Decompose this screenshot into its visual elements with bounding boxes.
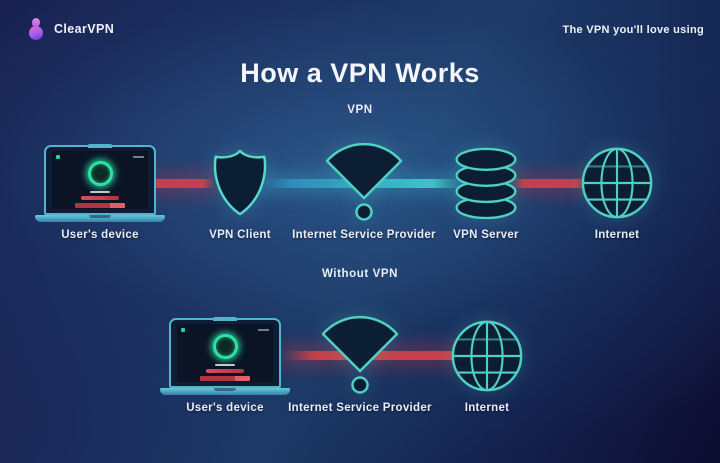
beam-red-server-to-internet: [512, 179, 588, 188]
app-red-pill: [81, 195, 119, 200]
laptop-screen: [177, 323, 273, 382]
clearvpn-logo: ClearVPN: [28, 18, 114, 40]
app-red-bar: [200, 375, 250, 381]
node-internet-novpn: Internet: [402, 313, 572, 414]
node-label: Internet Service Provider: [292, 229, 436, 241]
laptop-camera-tab: [88, 143, 112, 148]
node-isp-vpn: Internet Service Provider: [279, 140, 449, 241]
beam-red-device-to-internet: [283, 351, 483, 360]
globe-icon: [579, 140, 655, 226]
node-label: Internet Service Provider: [288, 402, 432, 414]
connect-ring: [212, 333, 238, 359]
app-red-pill: [206, 368, 244, 373]
connect-ring: [87, 160, 113, 186]
page-title: How a VPN Works: [240, 58, 480, 88]
node-isp-novpn: Internet Service Provider: [275, 313, 445, 414]
laptop-camera-tab: [213, 316, 237, 321]
clearvpn-logo-icon: [28, 18, 45, 40]
app-text-line: [90, 190, 110, 193]
wifi-icon: [310, 313, 410, 399]
laptop-screen: [52, 150, 148, 209]
app-red-bar: [75, 202, 125, 208]
laptop-base: [35, 214, 165, 222]
node-vpn-client: VPN Client: [155, 140, 325, 241]
node-users-device-novpn: User's device: [140, 313, 310, 414]
node-label: Internet: [594, 229, 640, 241]
shield-icon: [205, 140, 275, 226]
app-status-dot: [56, 154, 60, 159]
node-label: VPN Server: [453, 229, 519, 241]
header: ClearVPN The VPN you'll love using: [0, 0, 720, 48]
app-menu-bar: [133, 155, 144, 158]
node-label: User's device: [61, 229, 139, 241]
node-vpn-server: VPN Server: [401, 140, 571, 241]
laptop-lid: [44, 143, 156, 215]
node-label: Internet: [464, 402, 510, 414]
server-icon: [451, 140, 521, 226]
node-label: User's device: [186, 402, 264, 414]
app-status-dot: [181, 327, 185, 332]
node-users-device-vpn: User's device: [15, 140, 185, 241]
laptop-base: [160, 387, 290, 395]
app-text-line: [215, 363, 235, 366]
wifi-icon: [314, 140, 414, 226]
laptop-lid: [169, 316, 281, 388]
node-internet-vpn: Internet: [532, 140, 702, 241]
brand-name: ClearVPN: [54, 22, 115, 36]
section-label-without-vpn: Without VPN: [321, 268, 399, 280]
node-label: VPN Client: [209, 229, 271, 241]
app-menu-bar: [258, 328, 269, 331]
beam-red-device-to-client: [146, 179, 214, 188]
laptop-icon: [160, 313, 290, 399]
globe-icon: [449, 313, 525, 399]
section-label-vpn: VPN: [347, 104, 373, 116]
laptop-icon: [35, 140, 165, 226]
brand-tagline: The VPN you'll love using: [562, 24, 704, 36]
